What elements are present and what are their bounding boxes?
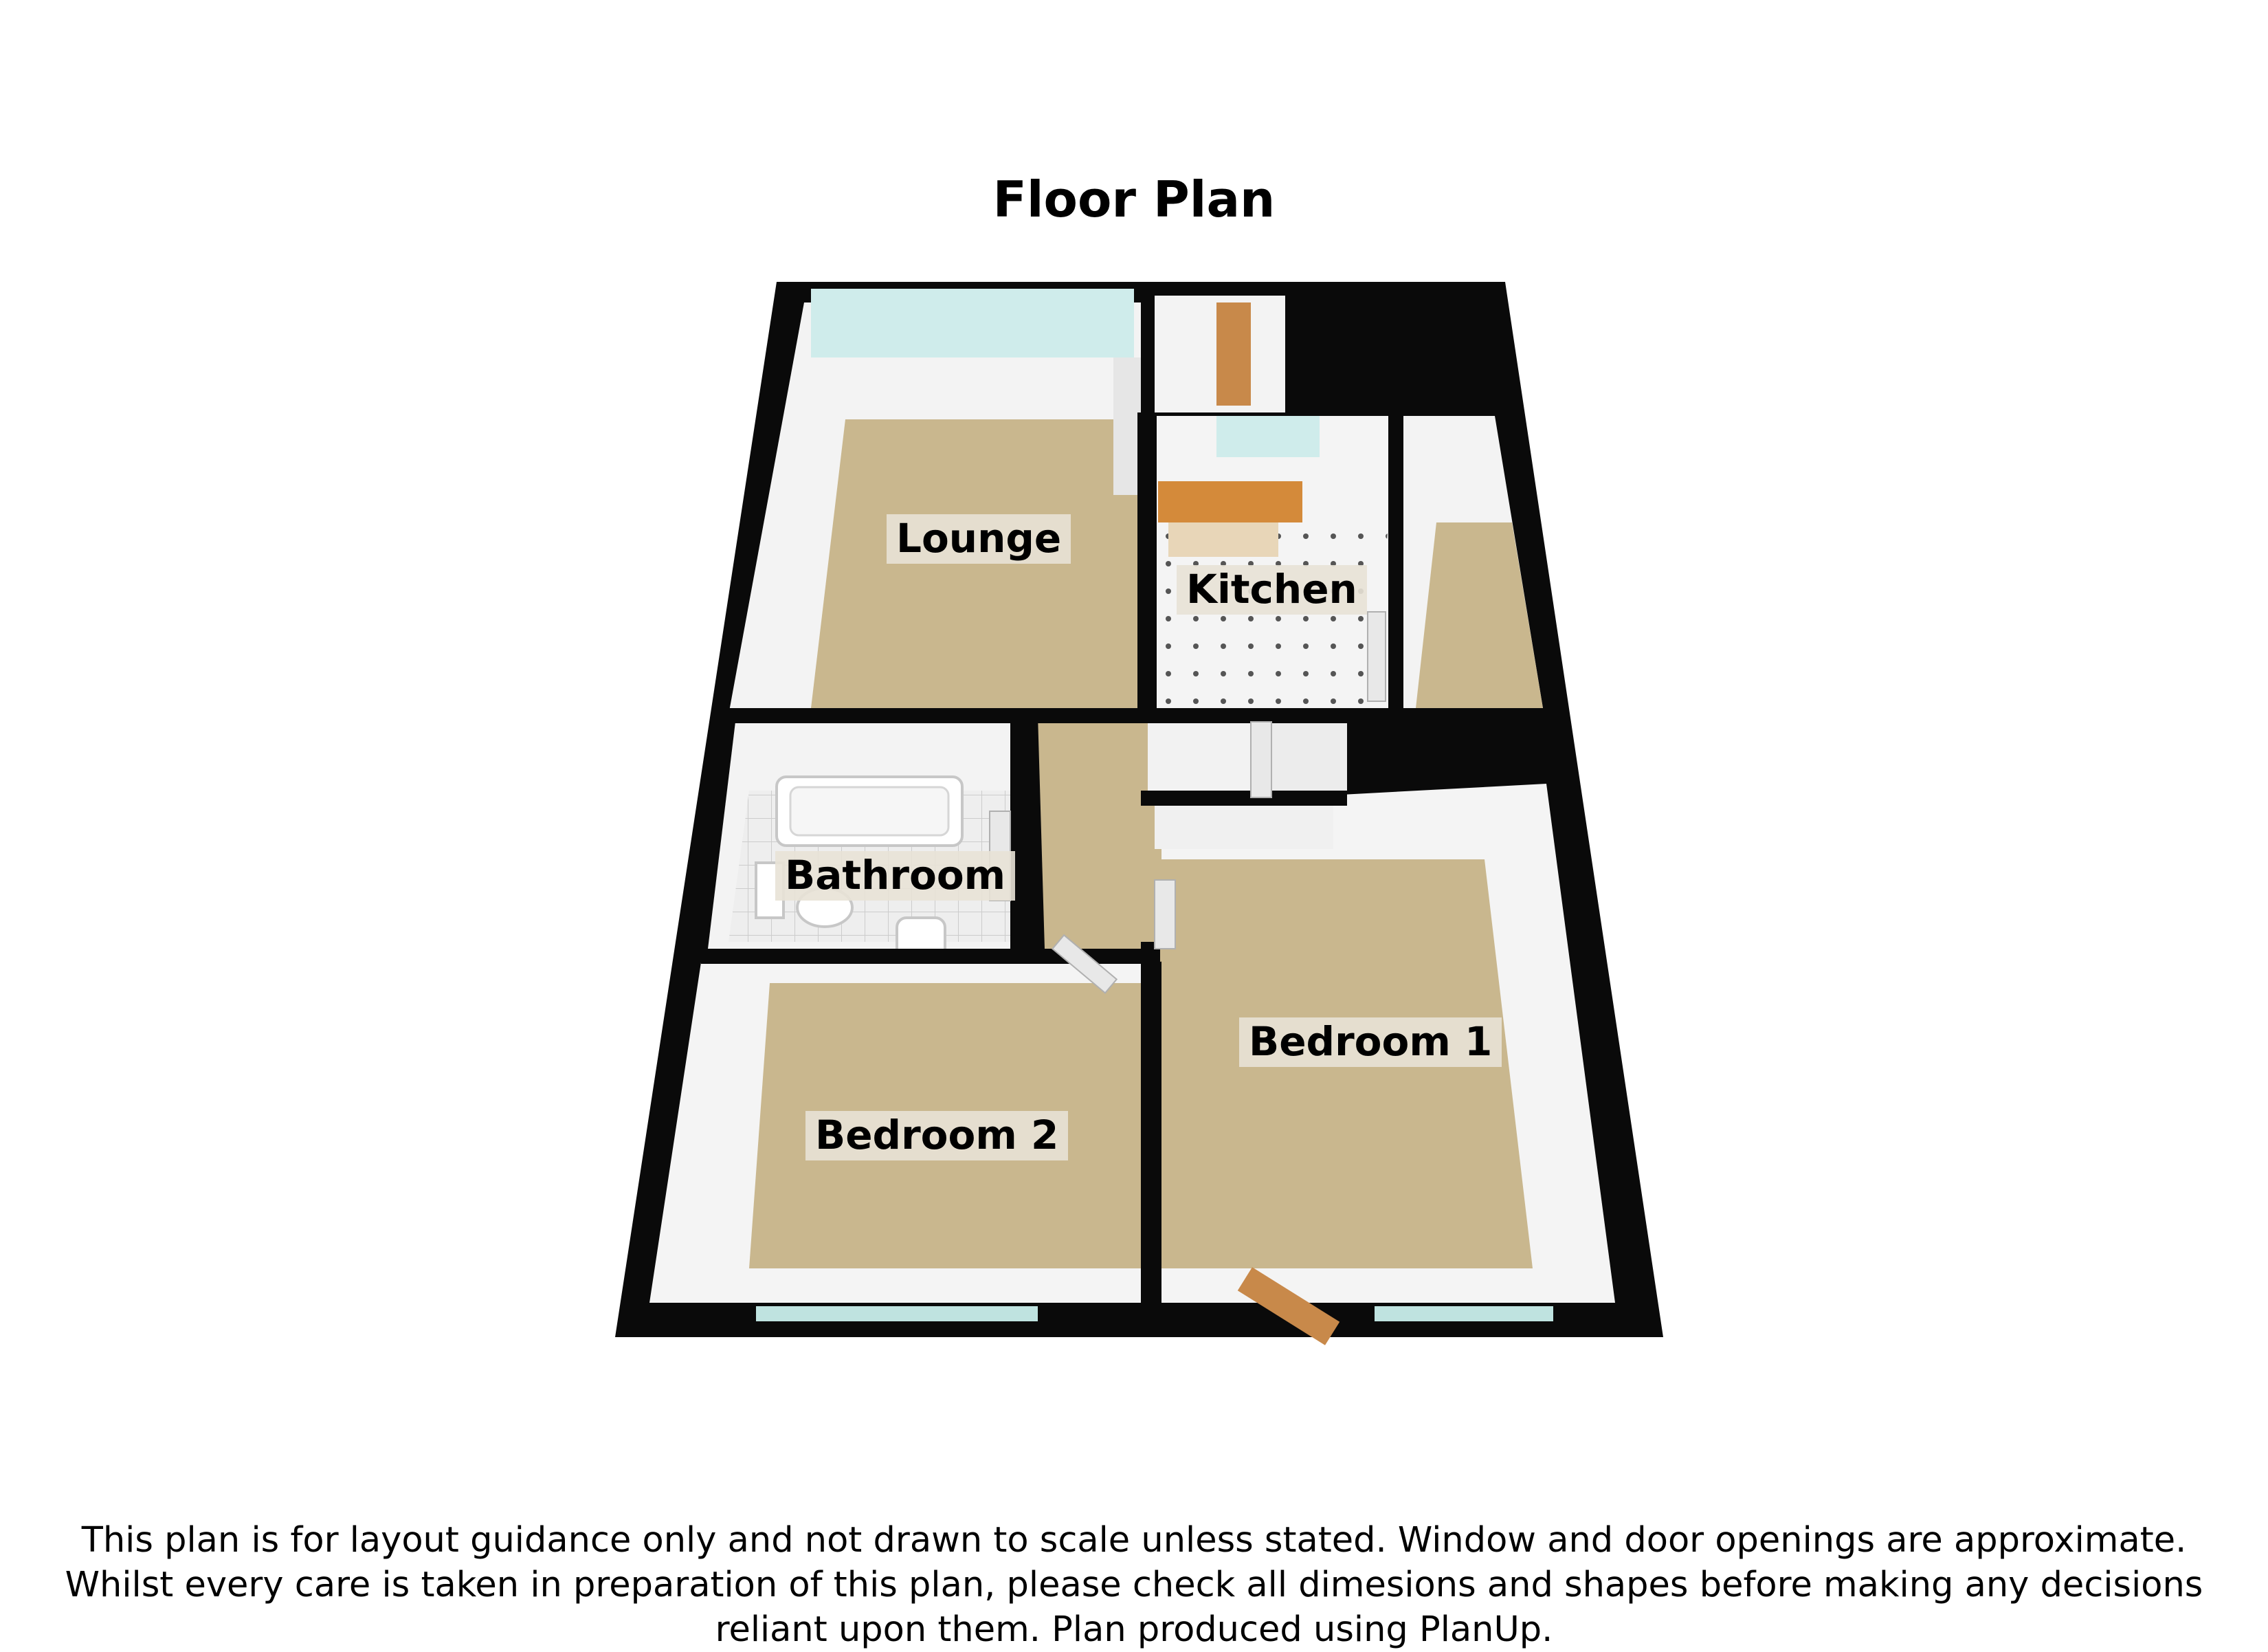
door-bed2 [1052,934,1118,994]
wall-bottom-stub [1038,1306,1141,1337]
disclaimer-text: This plan is for layout guidance only an… [65,1520,2203,1650]
bathtub-inner [789,786,950,837]
store-floor [1416,522,1543,708]
front-door [1237,1267,1340,1345]
hall-door [1113,357,1141,495]
room-label-lounge: Lounge [887,514,1071,564]
wall-bedrooms-divider [1141,942,1160,1303]
room-label-bedroom1: Bedroom 1 [1239,1017,1502,1067]
wall-hall-right [1141,791,1347,806]
door-bed1 [1154,879,1176,949]
service-block [1285,282,1505,406]
door-store [1367,611,1386,702]
door-kitchen [1250,721,1272,798]
lounge-window [811,289,1134,357]
kitchen-units [1168,522,1278,557]
lounge-floor [811,419,1141,708]
room-label-bathroom: Bathroom [775,851,1016,901]
kitchen-window [1216,416,1320,457]
wall-bath-bottom [701,949,1141,964]
plan-title: Floor Plan [992,170,1276,228]
entrance-door [1216,302,1251,406]
bedroom1-window [1375,1306,1553,1321]
wall-bath-right [1010,715,1028,949]
bedroom1-store [1155,801,1333,849]
bedroom2-window [756,1306,1045,1321]
kitchen-worktop [1158,481,1302,522]
wall-lounge-kitchen [1137,412,1157,715]
room-label-bedroom2: Bedroom 2 [805,1111,1069,1160]
room-label-kitchen: Kitchen [1177,565,1367,615]
wall-kitchen-right [1388,412,1403,715]
hall-cupboard [1148,722,1258,797]
wall-hall-top [729,708,1546,723]
hall-cupboard-2 [1258,722,1347,791]
